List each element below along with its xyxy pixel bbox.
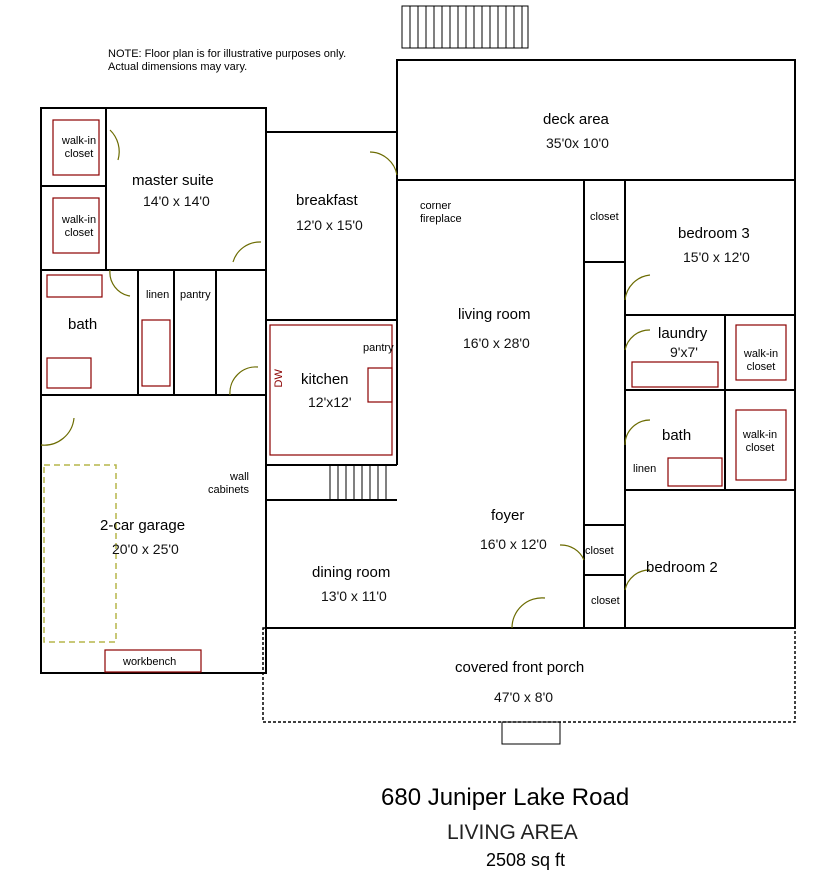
master-suite-label: master suite	[132, 172, 214, 189]
walls	[40, 5, 796, 745]
linen-label: linen	[146, 289, 170, 301]
closet-door-1	[109, 129, 120, 161]
fridge	[367, 367, 393, 403]
wall-cabinets-label: wall cabinets	[201, 471, 249, 496]
interior-stairs	[329, 465, 387, 500]
bath2-label: bath	[662, 427, 692, 444]
deck-stairs	[401, 5, 529, 49]
deck-label: deck area	[543, 111, 609, 128]
kitchen-pantry-label: pantry	[363, 342, 394, 354]
bedroom2-closet-rod	[735, 409, 787, 481]
living-area-subtitle: LIVING AREA	[447, 821, 578, 844]
deck-door	[369, 151, 398, 176]
porch-label: covered front porch	[455, 659, 585, 676]
laundry-dims: 9'x7'	[670, 344, 698, 360]
laundry-label: laundry	[658, 325, 708, 342]
fixtures	[46, 119, 787, 673]
bedroom3-closet-label: closet	[590, 211, 619, 223]
washer-dryer	[631, 361, 719, 388]
bedroom3-label: bedroom 3	[678, 225, 750, 242]
living-room-label: living room	[458, 306, 531, 323]
workbench-label: workbench	[123, 656, 177, 668]
master-suite-dims: 14'0 x 14'0	[143, 193, 210, 209]
bedroom3-door	[624, 274, 651, 301]
garage-label: 2-car garage	[100, 517, 186, 534]
laundry-door-2	[624, 329, 651, 351]
interior-walls	[41, 108, 795, 628]
workbench-outline	[104, 649, 202, 673]
address-title: 680 Juniper Lake Road	[381, 784, 630, 811]
master-shower	[46, 357, 92, 389]
bedroom2-closet-label: closet	[591, 595, 620, 607]
doors	[40, 129, 651, 629]
front-door	[511, 597, 546, 629]
bath-door	[109, 269, 131, 297]
dining-room-label: dining room	[312, 564, 391, 581]
kitchen-label: kitchen	[301, 371, 349, 388]
deck-stair-treads	[409, 6, 523, 48]
deck-dims: 35'0x 10'0	[546, 135, 609, 151]
foyer-closet-label: closet	[585, 545, 614, 557]
fireplace-label: corner fireplace	[420, 200, 462, 225]
breakfast-dims: 12'0 x 15'0	[296, 217, 363, 233]
master-bath-label: bath	[68, 316, 98, 333]
master-closet-2-label: walk-in closet	[61, 214, 97, 239]
bath2-tub	[667, 457, 723, 487]
breakfast-label: breakfast	[296, 192, 358, 209]
closet-rod-2	[52, 197, 100, 254]
dining-room-dims: 13'0 x 11'0	[321, 588, 387, 604]
foyer-dims: 16'0 x 12'0	[480, 536, 547, 552]
front-steps	[501, 721, 561, 745]
closet-rod-1	[52, 119, 100, 176]
square-footage: 2508 sq ft	[486, 850, 566, 870]
laundry-closet-rod	[735, 324, 787, 381]
master-closet-1-label: walk-in closet	[61, 135, 97, 160]
garage-entry-door	[40, 417, 75, 446]
garage-door-swing	[43, 464, 117, 643]
bedroom2-door	[624, 569, 651, 591]
linen2-label: linen	[633, 463, 657, 475]
dishwasher-label: DW	[272, 369, 285, 388]
foyer-label: foyer	[491, 507, 525, 524]
garage-dims: 20'0 x 25'0	[112, 541, 179, 557]
bedroom3-dims: 15'0 x 12'0	[683, 249, 750, 265]
laundry-door	[229, 366, 259, 396]
bedroom2-label: bedroom 2	[646, 559, 718, 576]
master-vanity	[46, 274, 103, 298]
bedroom2-walkin-label: walk-in closet	[742, 429, 778, 454]
master-tub	[141, 319, 171, 387]
kitchen-dims: 12'x12'	[308, 394, 352, 410]
breakfast-door	[232, 241, 262, 263]
bath2-door	[624, 419, 651, 446]
foyer-closet-door	[559, 544, 585, 561]
laundry-closet-label: walk-in closet	[743, 348, 779, 373]
wall-cabinets-text: wall cabinets	[208, 471, 249, 496]
pantry-label: pantry	[180, 289, 211, 301]
plan-note: NOTE: Floor plan is for illustrative pur…	[108, 48, 347, 73]
porch-dims: 47'0 x 8'0	[494, 689, 554, 705]
living-room-dims: 16'0 x 28'0	[463, 335, 530, 351]
